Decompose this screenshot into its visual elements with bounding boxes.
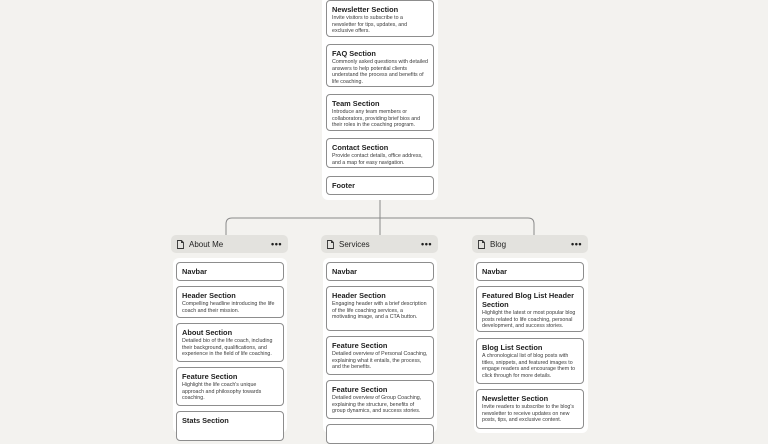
card-title: Team Section [332,99,380,108]
column-header-blog[interactable]: Blog ••• [472,235,588,253]
column-title: Blog [490,239,507,249]
top-stack: Newsletter Section Invite visitors to su… [322,0,438,200]
column-blog: Navbar Featured Blog List Header Section… [474,258,588,433]
card-about-section[interactable]: About Section Detailed bio of the life c… [176,323,284,362]
card-desc: Provide contact details, office address,… [332,153,423,166]
top-card-footer[interactable]: Footer [326,176,434,195]
card-desc: Invite visitors to subscribe to a newsle… [332,15,408,35]
card-feature-section[interactable]: Feature Section Detailed overview of Gro… [326,380,434,419]
card-desc: Detailed overview of Group Coaching, exp… [332,395,422,415]
card-desc: Highlight the latest or most popular blo… [482,310,576,330]
card-title: Header Section [182,291,236,300]
card-desc: Detailed overview of Personal Coaching, … [332,351,428,371]
top-card-team[interactable]: Team Section Introduce any team members … [326,94,434,131]
column-services: Navbar Header Section Engaging header wi… [323,258,437,444]
card-blog-list-section[interactable]: Blog List Section A chronological list o… [476,338,584,384]
more-options-icon[interactable]: ••• [571,239,582,249]
card-title: Feature Section [182,372,238,381]
top-card-faq[interactable]: FAQ Section Commonly asked questions wit… [326,44,434,87]
page-icon [327,239,334,249]
card-title: Blog List Section [482,343,543,352]
card-feature-section[interactable]: Feature Section Detailed overview of Per… [326,336,434,375]
card-desc: Engaging header with a brief description… [332,301,427,321]
card-title: Header Section [332,291,386,300]
card-header-section[interactable]: Header Section Compelling headline intro… [176,286,284,318]
card-title: Feature Section [332,385,388,394]
card-title: Navbar [332,267,358,276]
card-title: Feature Section [332,341,388,350]
card-navbar[interactable]: Navbar [176,262,284,281]
card-title: Newsletter Section [482,394,549,403]
card-title: Navbar [182,267,208,276]
card-desc: Compelling headline introducing the life… [182,301,275,314]
column-title: Services [339,239,370,249]
card-title: Newsletter Section [332,5,399,14]
card-navbar[interactable]: Navbar [476,262,584,281]
top-card-contact[interactable]: Contact Section Provide contact details,… [326,138,434,168]
card-title: FAQ Section [332,49,376,58]
card-desc: Introduce any team members or collaborat… [332,109,421,129]
more-options-icon[interactable]: ••• [421,239,432,249]
card-desc: Highlight the life coach's unique approa… [182,382,262,402]
card-title: Featured Blog List Header Section [482,291,574,309]
card-title: Navbar [482,267,508,276]
card-featured-blog-list-header[interactable]: Featured Blog List Header Section Highli… [476,286,584,332]
card-desc: Invite readers to subscribe to the blog'… [482,404,574,424]
card-partial[interactable] [326,424,434,444]
card-desc: Detailed bio of the life coach, includin… [182,338,273,358]
card-header-section[interactable]: Header Section Engaging header with a br… [326,286,434,331]
column-about-me: Navbar Header Section Compelling headlin… [173,258,287,441]
card-desc: A chronological list of blog posts with … [482,353,576,379]
more-options-icon[interactable]: ••• [271,239,282,249]
card-title: Footer [332,181,355,190]
page-icon [177,239,184,249]
page-icon [478,239,485,249]
column-header-about-me[interactable]: About Me ••• [171,235,288,253]
card-title: About Section [182,328,233,337]
card-desc: Commonly asked questions with detailed a… [332,59,428,85]
card-feature-section[interactable]: Feature Section Highlight the life coach… [176,367,284,406]
card-title: Contact Section [332,143,389,152]
card-navbar[interactable]: Navbar [326,262,434,281]
column-header-services[interactable]: Services ••• [321,235,438,253]
column-title: About Me [189,239,224,249]
top-card-newsletter[interactable]: Newsletter Section Invite visitors to su… [326,0,434,37]
card-stats-section[interactable]: Stats Section [176,411,284,441]
connector-lines [225,200,535,236]
card-title: Stats Section [182,416,229,425]
card-newsletter-section[interactable]: Newsletter Section Invite readers to sub… [476,389,584,429]
